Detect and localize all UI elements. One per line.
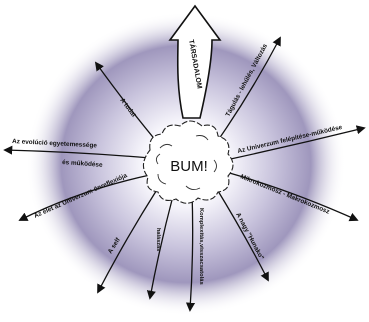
center-label: BUM! bbox=[170, 158, 208, 175]
label-halaszas: halászás bbox=[155, 228, 161, 251]
label-komplexitas: Komplexitás,visszacsatolás bbox=[198, 208, 204, 285]
